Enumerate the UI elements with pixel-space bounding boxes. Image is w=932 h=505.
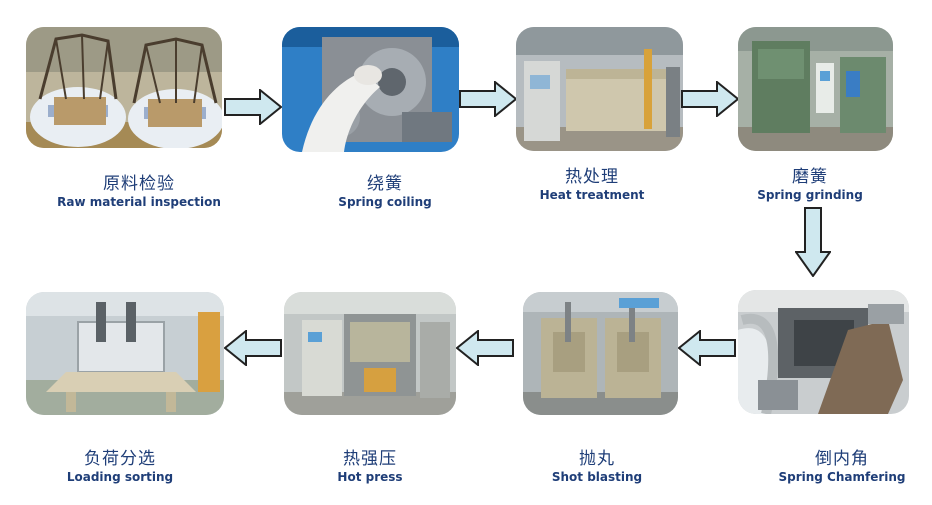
step-name-en: Spring Chamfering <box>778 470 906 484</box>
step-name-en: Loading sorting <box>66 470 174 484</box>
step-name-en: Raw material inspection <box>57 195 221 209</box>
step-name-zh: 抛丸 <box>579 449 615 469</box>
step-name-en: Spring coiling <box>338 195 432 209</box>
step-name-zh: 绕簧 <box>367 174 403 194</box>
step-name-en: Spring grinding <box>757 188 863 202</box>
raw-material-inspection-photo <box>26 27 222 148</box>
spring-coiling-photo <box>282 27 459 152</box>
flow-arrow-left <box>456 330 514 366</box>
spring-chamfering-label: 倒内角 Spring Chamfering <box>747 449 932 485</box>
raw-material-inspection-label: 原料检验 Raw material inspection <box>44 174 234 210</box>
step-name-zh: 热处理 <box>565 167 619 187</box>
flow-arrow-left <box>678 330 736 366</box>
step-name-zh: 热强压 <box>343 449 397 469</box>
flow-arrow-left <box>224 330 282 366</box>
spring-chamfering-photo <box>738 290 909 414</box>
step-name-en: Heat treatment <box>539 188 645 202</box>
hot-press-label: 热强压 Hot press <box>275 449 465 485</box>
flow-arrow-right <box>224 89 282 125</box>
flow-arrow-down <box>795 207 831 277</box>
flow-arrow-right <box>681 81 739 117</box>
shot-blasting-label: 抛丸 Shot blasting <box>502 449 692 485</box>
step-name-en: Shot blasting <box>551 470 643 484</box>
step-name-zh: 负荷分选 <box>84 449 156 469</box>
flow-arrow-right <box>459 81 517 117</box>
heat-treatment-photo <box>516 27 683 151</box>
step-name-en: Hot press <box>337 470 403 484</box>
spring-grinding-photo <box>738 27 893 151</box>
loading-sorting-label: 负荷分选 Loading sorting <box>25 449 215 485</box>
loading-sorting-photo <box>26 292 224 415</box>
spring-coiling-label: 绕簧 Spring coiling <box>290 174 480 210</box>
hot-press-photo <box>284 292 456 415</box>
heat-treatment-label: 热处理 Heat treatment <box>497 167 687 203</box>
shot-blasting-photo <box>523 292 678 415</box>
spring-grinding-label: 磨簧 Spring grinding <box>715 167 905 203</box>
step-name-zh: 倒内角 <box>815 449 869 469</box>
step-name-zh: 原料检验 <box>103 174 175 194</box>
step-name-zh: 磨簧 <box>792 167 828 187</box>
